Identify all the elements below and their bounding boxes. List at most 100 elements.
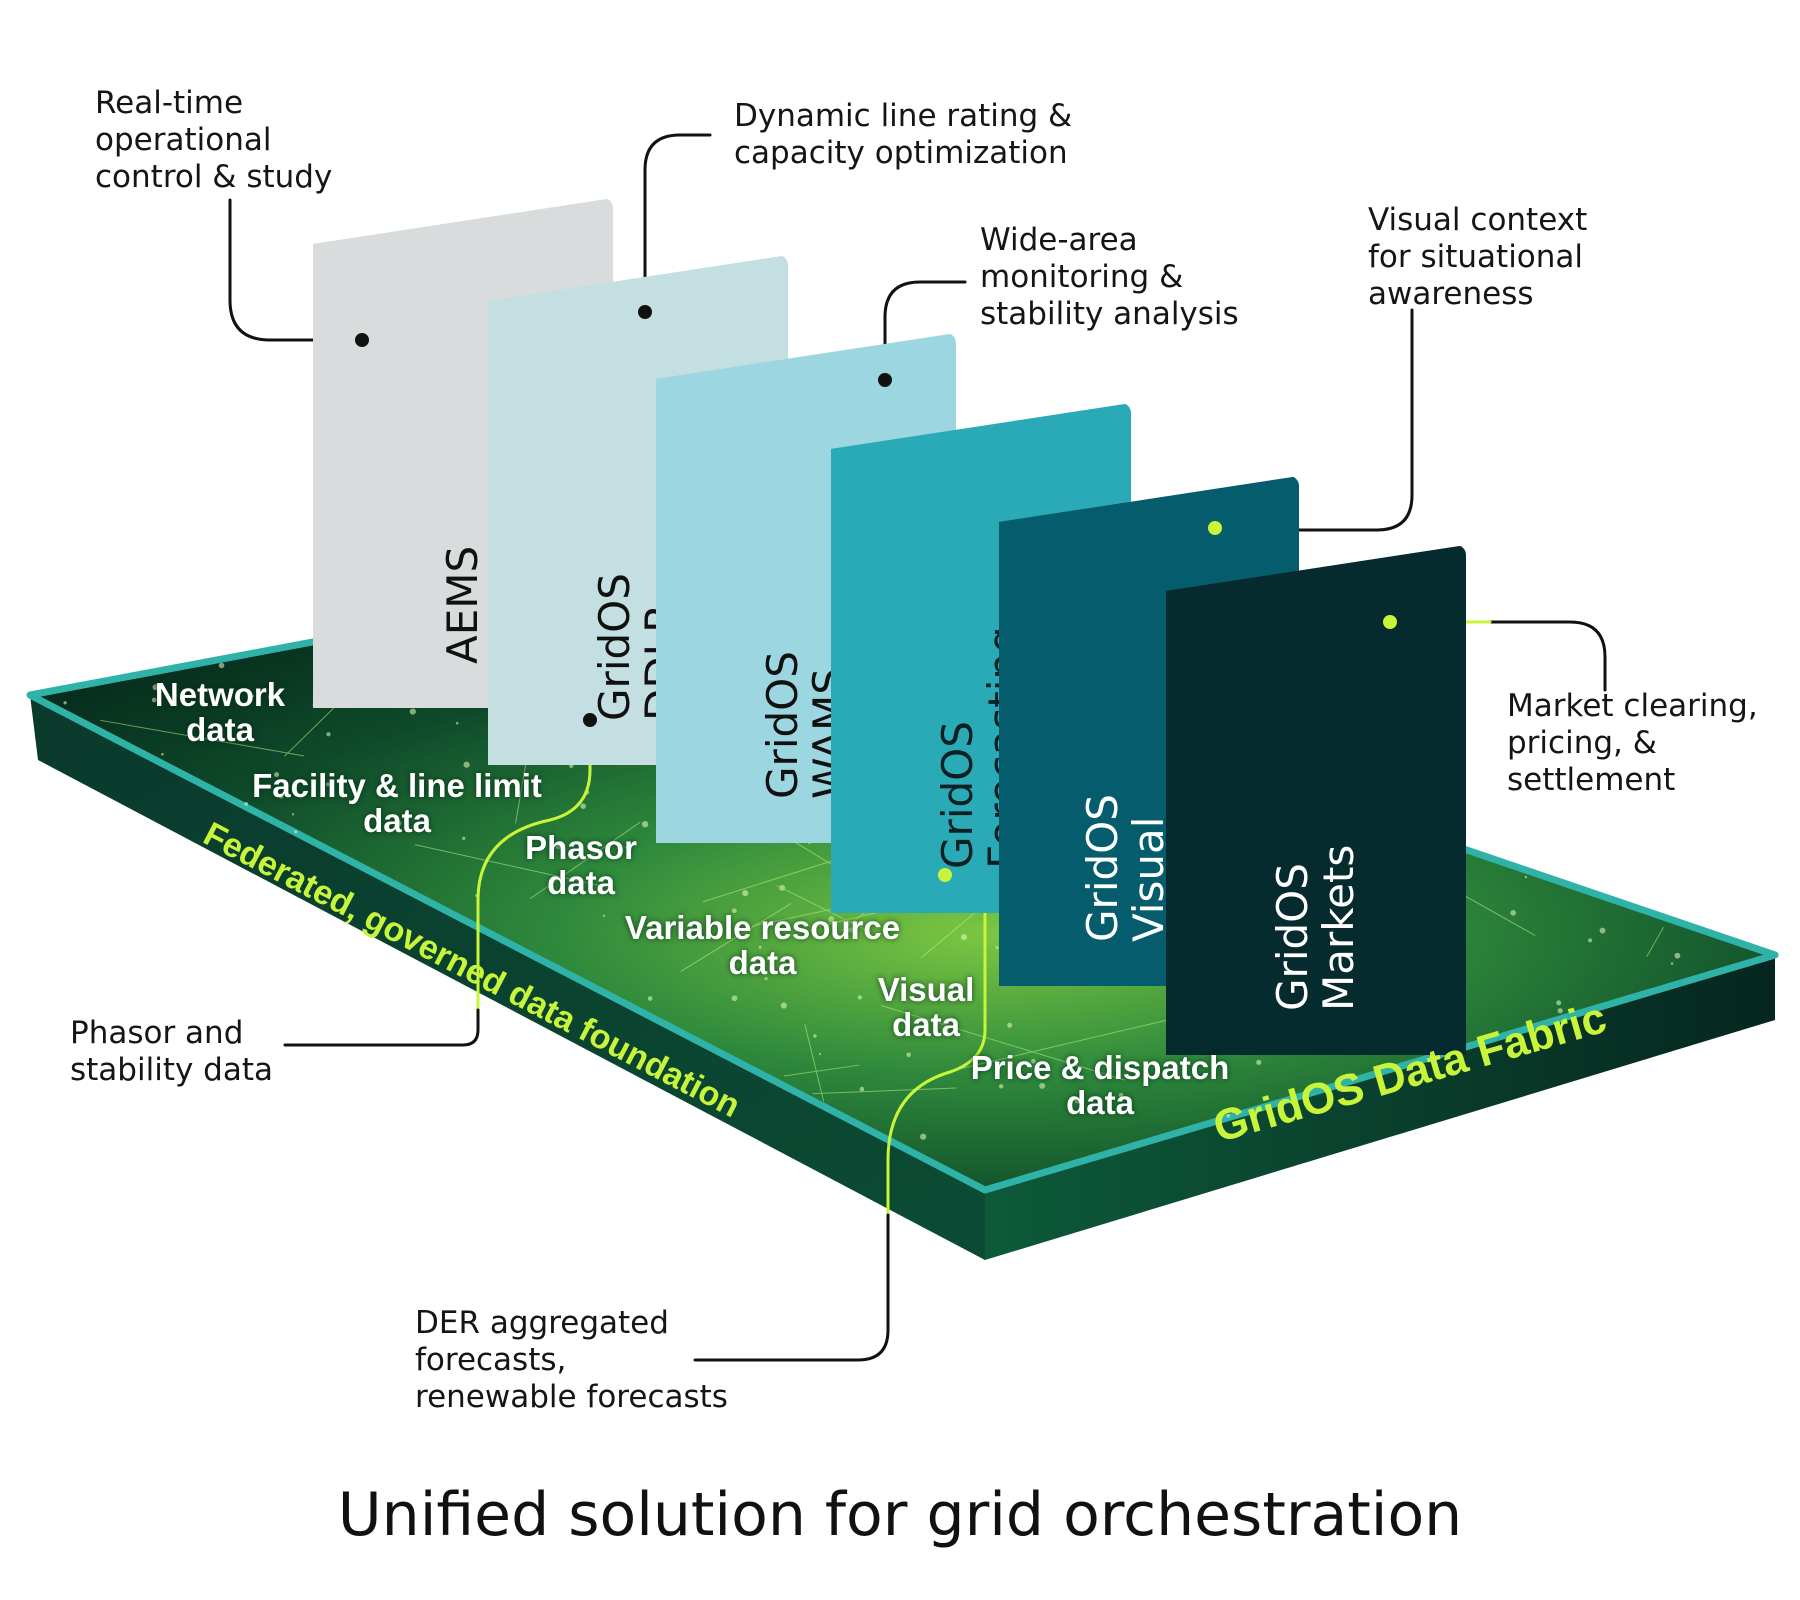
network-node: [960, 934, 967, 941]
network-node: [859, 1086, 865, 1092]
connector-visual: [1288, 308, 1414, 532]
network-node: [780, 1002, 787, 1009]
network-line: [804, 1024, 825, 1102]
network-node: [251, 694, 255, 698]
network-line: [1646, 926, 1664, 958]
network-node: [218, 662, 225, 669]
platform-right-face: [985, 955, 1775, 1260]
network-node: [801, 936, 804, 939]
network-line: [784, 1064, 860, 1077]
panel-label-aems: AEMS: [438, 545, 487, 664]
flow-variable-data: Variable resource data: [624, 909, 901, 981]
network-node: [1226, 1113, 1231, 1118]
connector-aems: [228, 198, 364, 342]
network-node: [151, 697, 157, 703]
connector-phasor-accent: [476, 718, 592, 1012]
network-node: [892, 926, 897, 931]
network-node: [906, 1052, 912, 1058]
network-node: [200, 703, 203, 706]
panel-markets[interactable]: GridOS Markets: [1166, 545, 1466, 1055]
network-node: [813, 1034, 817, 1038]
network-line: [414, 844, 609, 888]
network-node: [1670, 962, 1674, 965]
network-node: [625, 845, 629, 849]
network-node: [995, 946, 999, 949]
network-node: [455, 721, 459, 725]
network-node: [1350, 1073, 1356, 1079]
connector-markets: [1488, 620, 1607, 692]
network-node: [1674, 952, 1681, 959]
network-node: [641, 821, 649, 828]
network-line: [100, 719, 304, 757]
network-node: [1074, 1097, 1081, 1104]
network-node: [291, 813, 295, 816]
network-node: [555, 843, 562, 850]
network-node: [857, 995, 862, 1000]
network-node: [647, 996, 653, 1001]
network-node: [731, 995, 738, 1002]
page-title: Unified solution for grid orchestration: [337, 1480, 1463, 1550]
network-line: [515, 761, 527, 824]
flow-network-data: Network data: [154, 676, 286, 748]
connector-phasor: [283, 1008, 480, 1047]
network-node: [161, 752, 164, 756]
network-node: [297, 794, 301, 798]
flow-visual-data: Visual data: [877, 971, 975, 1043]
network-node: [463, 761, 470, 768]
platform-left-face: [30, 695, 985, 1260]
network-node: [848, 927, 854, 933]
network-node: [1256, 1059, 1262, 1065]
connector-wams: [883, 280, 967, 382]
network-node: [462, 836, 466, 840]
flow-price-data: Price & dispatch data: [970, 1049, 1230, 1121]
network-node: [764, 976, 768, 981]
flow-facility-data: Facility & line limit data: [252, 767, 542, 839]
network-node: [1039, 1082, 1046, 1089]
network-node: [828, 916, 835, 923]
network-node: [1524, 875, 1528, 879]
callout-ddlr: Dynamic line rating & capacity optimizat…: [734, 98, 1073, 171]
network-node: [1557, 1008, 1563, 1014]
network-node: [1599, 927, 1606, 934]
network-node: [1030, 1058, 1036, 1064]
network-node: [244, 802, 249, 806]
network-node: [1118, 1092, 1124, 1098]
network-node: [63, 701, 67, 705]
panel-label-markets: GridOS Markets: [1268, 844, 1363, 1011]
network-node: [1007, 1022, 1013, 1028]
network-node: [602, 914, 606, 918]
network-node: [731, 908, 737, 914]
network-node: [325, 782, 331, 787]
callout-markets: Market clearing, pricing, & settlement: [1507, 688, 1758, 798]
network-node: [326, 732, 331, 737]
network-node: [580, 803, 586, 810]
network-node: [920, 1133, 927, 1140]
callout-der: DER aggregated forecasts, renewable fore…: [415, 1305, 728, 1415]
network-line: [680, 902, 792, 972]
network-node: [409, 708, 416, 715]
network-node: [396, 820, 402, 826]
callout-aems: Real-time operational control & study: [95, 85, 333, 195]
network-node: [758, 945, 762, 949]
network-node: [818, 1052, 822, 1056]
network-node: [1588, 938, 1593, 943]
network-line: [812, 1087, 957, 1095]
network-line: [529, 821, 641, 900]
callout-visual: Visual context for situational awareness: [1368, 202, 1588, 312]
network-line: [776, 885, 870, 933]
network-node: [1556, 1000, 1562, 1006]
network-node: [274, 772, 280, 778]
flow-phasor-data: Phasor data: [525, 829, 637, 901]
network-node: [294, 830, 298, 834]
connector-der: [693, 1213, 890, 1362]
network-node: [267, 693, 274, 700]
connector-ddlr: [643, 133, 712, 314]
network-node: [779, 884, 786, 891]
network-node: [152, 684, 159, 691]
network-node: [742, 889, 749, 897]
callout-wams: Wide-area monitoring & stability analysi…: [980, 222, 1239, 332]
network-line: [880, 1004, 1125, 1081]
network-line: [702, 855, 849, 903]
network-node: [278, 793, 284, 799]
